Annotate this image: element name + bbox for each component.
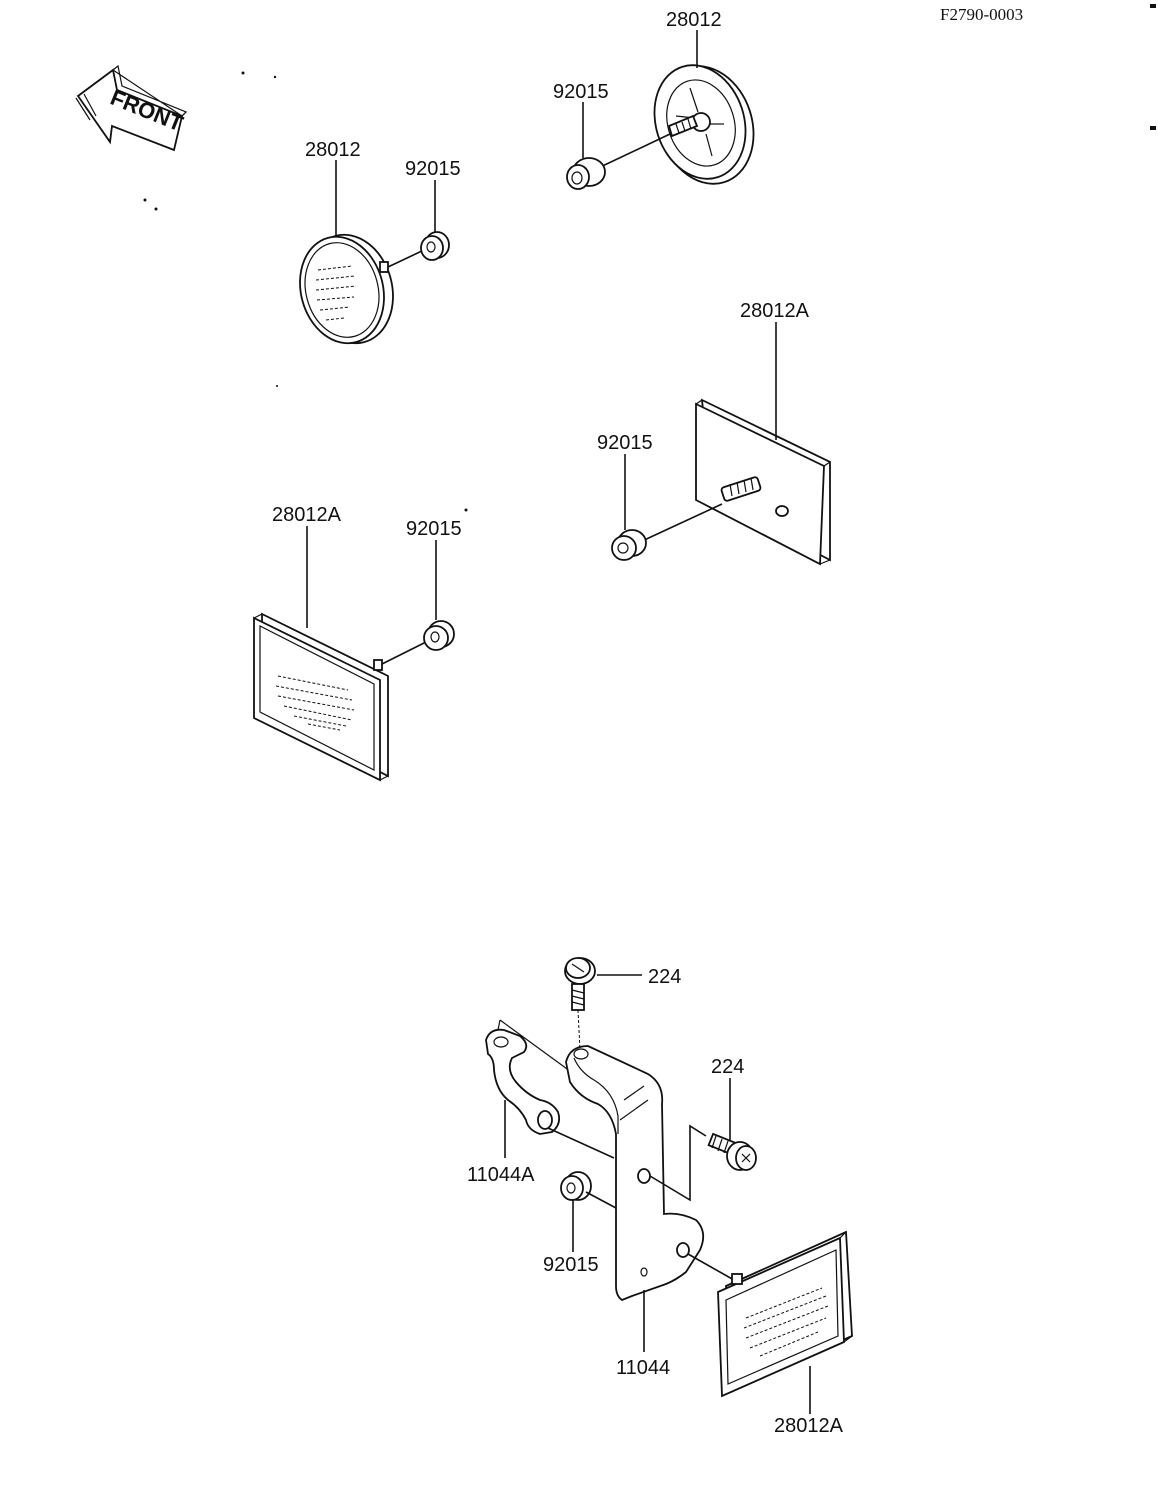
leader-line	[387, 249, 425, 268]
part-label-28012A-left: 28012A	[272, 504, 342, 526]
nut-icon	[423, 620, 455, 651]
leader-line	[639, 503, 723, 543]
bolt-icon	[564, 957, 596, 1011]
part-label-11044A: 11044A	[467, 1164, 535, 1186]
part-label-28012-round: 28012	[305, 139, 361, 161]
edge-mark-top	[1150, 4, 1156, 8]
part-label-28012A-bottom: 28012A	[774, 1415, 844, 1437]
part-label-92015-round: 92015	[405, 158, 461, 180]
part-label-92015-bracket: 92015	[543, 1254, 599, 1276]
leader-line	[593, 133, 671, 171]
scan-specks	[143, 71, 468, 512]
assembly-line	[585, 1191, 617, 1209]
bolt-icon	[707, 1132, 757, 1171]
part-label-28012-top: 28012	[666, 9, 722, 31]
part-label-11044: 11044	[616, 1357, 670, 1379]
part-label-224-top: 224	[648, 966, 681, 988]
assembly-line	[547, 1127, 615, 1159]
assembly-line	[649, 1124, 707, 1202]
bracket-small	[485, 1019, 575, 1135]
nut-icon	[566, 157, 606, 190]
reflector-rect-bottom	[717, 1230, 853, 1398]
reflector-rect-front	[253, 612, 389, 782]
part-label-224-right: 224	[711, 1056, 744, 1078]
part-label-92015-right: 92015	[597, 432, 653, 454]
part-label-28012A-right: 28012A	[740, 300, 810, 322]
part-label-92015-left: 92015	[406, 518, 462, 540]
nut-icon	[560, 1171, 592, 1201]
edge-mark-mid	[1150, 126, 1156, 130]
nut-icon	[611, 529, 647, 561]
assembly-line	[577, 1009, 581, 1051]
part-label-92015-top: 92015	[553, 81, 609, 103]
nut-icon	[420, 231, 450, 261]
bracket-main	[565, 1045, 705, 1302]
reflector-round-spoked	[653, 64, 755, 185]
leader-line	[381, 641, 427, 665]
assembly-line	[687, 1253, 735, 1281]
front-arrow-icon: FRONT	[75, 64, 187, 152]
reflector-rect-rear	[695, 398, 831, 566]
diagram-code: F2790-0003	[940, 5, 1023, 24]
reflector-round	[299, 233, 394, 345]
